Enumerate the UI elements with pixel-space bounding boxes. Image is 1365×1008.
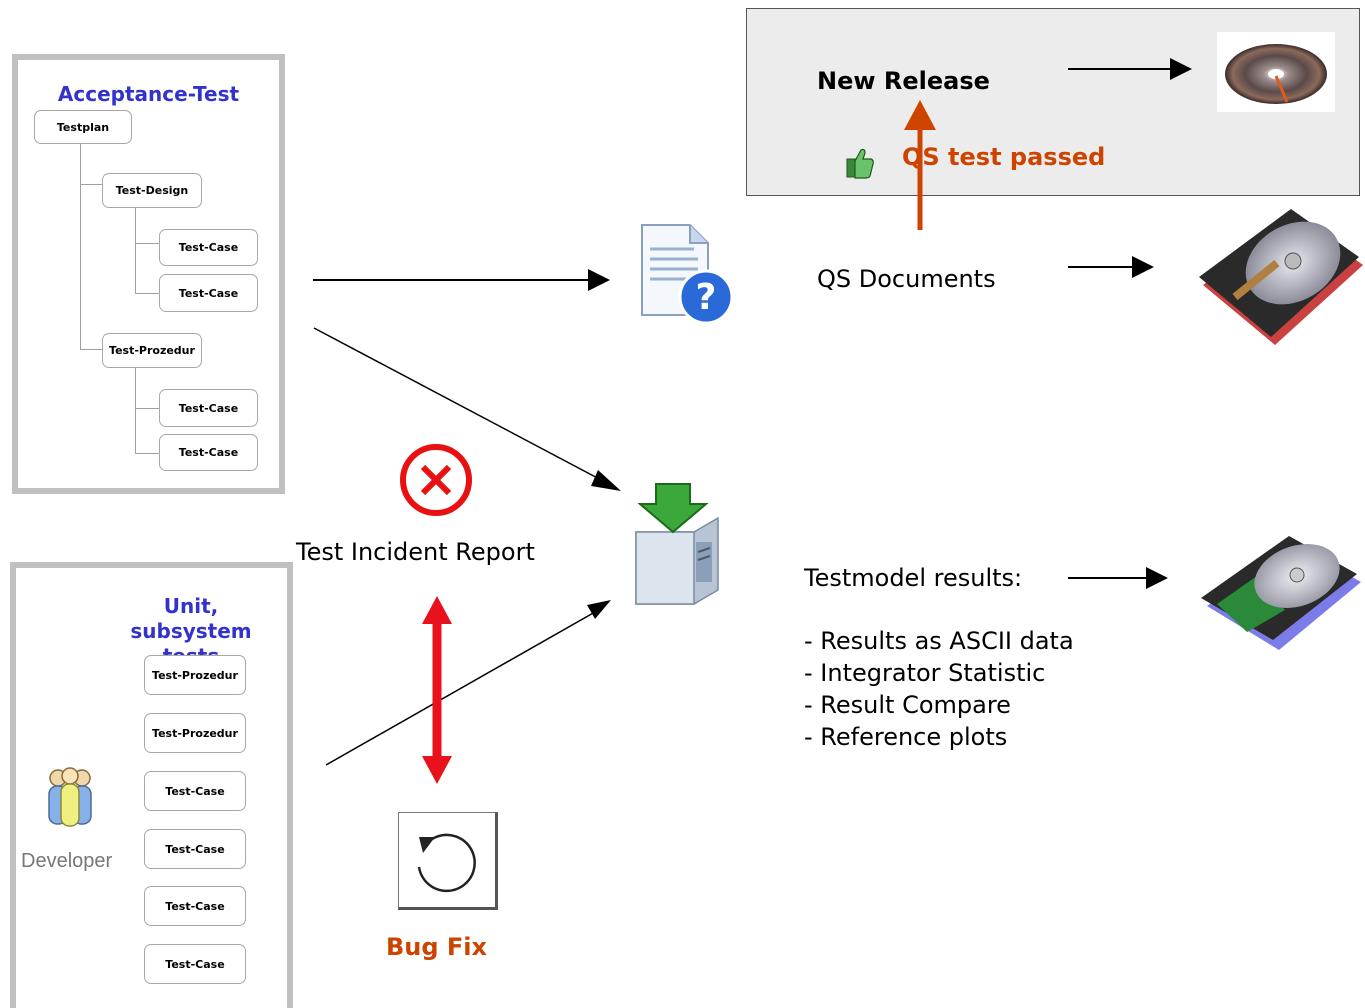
test-case-node: Test-Case [144,829,246,869]
developer-label: Developer [21,850,113,872]
arrow-developer-to-server [325,611,596,766]
results-item: - Reference plots [804,723,1008,751]
test-prozedur-node: Test-Prozedur [102,333,202,368]
acceptance-test-title: Acceptance-Test [57,82,240,106]
undo-icon [417,833,476,893]
tree-line [80,144,81,350]
test-case-node: Test-Case [144,944,246,984]
qs-documents-label: QS Documents [817,265,996,293]
acceptance-test-panel: Acceptance-Test Testplan Test-Design Tes… [12,54,285,494]
test-case-node: Test-Case [144,886,246,926]
test-incident-report-label: Test Incident Report [296,538,535,566]
arrowhead [1170,58,1192,80]
undo-icon-frame [398,812,498,910]
document-question-icon: ? [641,224,734,325]
tree-line [135,243,159,244]
arrowhead [591,470,621,491]
arrowhead [587,600,611,619]
tree-line [80,184,102,185]
test-case-node: Test-Case [159,274,258,312]
error-x-icon [400,444,472,516]
arrow-acceptance-to-server [313,327,606,483]
arrowhead [422,596,452,624]
new-release-title: New Release [817,67,990,95]
tree-line [135,408,159,409]
tree-line [135,368,136,454]
arrowhead [904,100,936,130]
hard-drive-red-icon [1199,209,1363,345]
results-item: - Integrator Statistic [804,659,1046,687]
results-item: - Results as ASCII data [804,627,1074,655]
test-prozedur-node: Test-Prozedur [144,655,246,695]
svg-text:?: ? [696,277,717,318]
tree-line [135,208,136,294]
cd-icon-frame [1217,32,1335,112]
hard-drive-blue-icon [1201,536,1361,650]
arrowhead [1132,256,1154,278]
test-case-node: Test-Case [159,434,258,471]
developer-group-icon [48,767,92,827]
arrowhead [1146,567,1168,589]
tree-line [135,293,159,294]
arrowhead [422,756,452,784]
server-download-icon [635,483,719,605]
results-item: - Result Compare [804,691,1011,719]
testplan-node: Testplan [34,110,132,144]
bug-fix-label: Bug Fix [386,933,488,961]
qs-test-passed-label: QS test passed [902,143,1106,171]
thumbs-up-icon [846,148,874,179]
tree-line [80,349,102,350]
cd-disc-icon [1225,44,1327,104]
test-case-node: Test-Case [159,229,258,266]
test-case-node: Test-Case [144,771,246,811]
testmodel-results-heading: Testmodel results: [804,564,1023,592]
tree-line [135,453,159,454]
unit-tests-panel: Unit, subsystem tests Test-Prozedur Test… [10,562,293,1008]
test-prozedur-node: Test-Prozedur [144,713,246,753]
test-design-node: Test-Design [102,173,202,208]
test-case-node: Test-Case [159,389,258,427]
arrowhead [588,269,610,291]
